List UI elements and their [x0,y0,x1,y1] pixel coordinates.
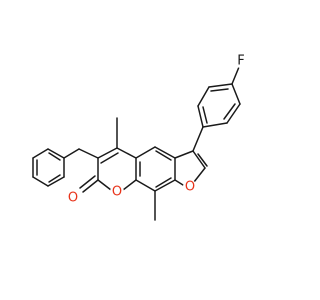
atom-label-f: F [234,54,248,69]
fluorine-label: F [237,54,244,69]
atom-label-furan-o: O [183,180,197,195]
c-f-bond [231,66,240,85]
carbonyl-oxygen-label: O [68,191,78,206]
fluorophenyl-ring [197,83,241,128]
aryl-link-bond [192,126,204,152]
molecule-structure: F O O O [32,53,248,221]
carbonyl-bond [79,175,99,193]
pyranone-ring [97,147,137,191]
structure-canvas: F O O O [32,53,248,221]
benzyl-phenyl-ring [32,148,65,187]
methylene-bridge [63,148,99,159]
atom-label-pyran-o: O [110,185,124,200]
furan-oxygen-label: O [185,180,195,195]
central-benzene-ring [135,146,176,192]
furan-ring [174,150,208,186]
pyran-oxygen-label: O [112,185,122,200]
atom-label-carbonyl-o: O [66,191,80,206]
